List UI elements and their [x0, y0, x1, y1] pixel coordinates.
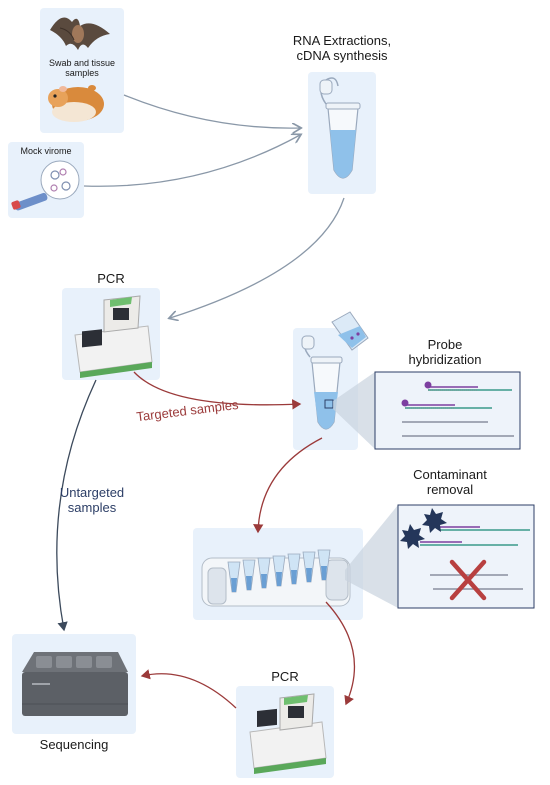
probe-strands [401, 381, 514, 437]
pcr2-label: PCR [271, 669, 299, 684]
hamster-icon [48, 85, 104, 122]
bat-icon [50, 17, 110, 50]
remove-cross-icon [449, 559, 487, 601]
pcr-machine-2-icon [249, 693, 327, 774]
arrow-mock-to-rna [83, 135, 300, 187]
virome-vial-icon [11, 160, 80, 211]
arrow-pcr1-to-sequencer [56, 379, 97, 632]
bead-icon [400, 508, 447, 549]
sequencing-label: Sequencing [39, 737, 109, 752]
arrow-pcr2-to-sequencer [140, 669, 237, 709]
swab-label: Swab and tissue samples [48, 58, 116, 79]
contaminant-detail-box [397, 504, 535, 609]
arrow-rack-to-pcr2 [325, 601, 356, 706]
tube-rack-icon [201, 549, 351, 607]
arrow-pcr1-to-probe [133, 371, 302, 410]
untargeted-samples-label: Untargeted samples [59, 485, 125, 515]
zoom-wedge-contaminant [345, 505, 398, 608]
mock-virome-label: Mock virome [20, 146, 72, 156]
arrow-probe-to-rack [253, 437, 323, 534]
contaminant-step-label: Contaminant removal [413, 467, 487, 497]
probe-step-label: Probe hybridization [408, 337, 482, 367]
sequencer-icon [22, 652, 128, 716]
pcr-machine-1-icon [74, 295, 153, 378]
beaker-icon [331, 311, 369, 351]
rna-tube-icon [319, 77, 361, 179]
pcr1-label: PCR [97, 271, 125, 286]
arrow-rna-to-pcr1 [170, 197, 345, 318]
rna-step-label: RNA Extractions, cDNA synthesis [292, 33, 392, 63]
probe-detail-box [374, 371, 521, 450]
arrow-swab-to-rna [123, 94, 300, 128]
zoom-wedge-probe [333, 372, 375, 449]
contaminant-strands [420, 526, 530, 590]
probe-tube-icon [301, 335, 343, 430]
